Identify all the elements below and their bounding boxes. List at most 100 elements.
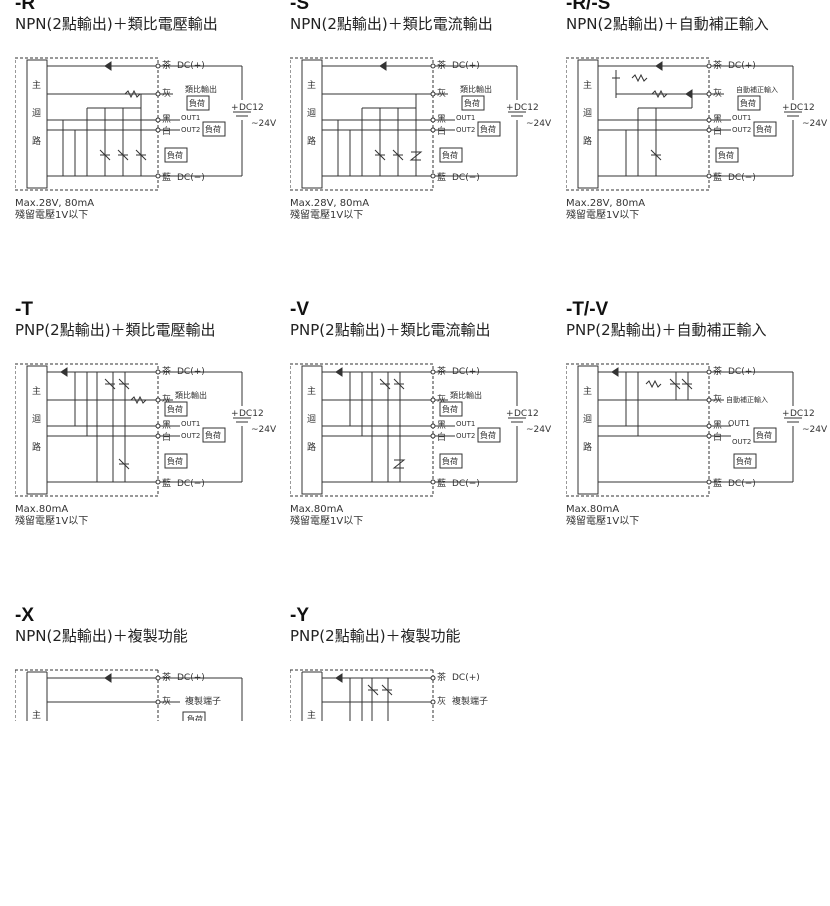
- block-subtitle: PNP(2點輸出)＋複製功能: [290, 627, 461, 645]
- wire-white-label: 白: [437, 431, 446, 443]
- plus-label: +: [782, 409, 790, 419]
- diagram-block-v: -V PNP(2點輸出)＋類比電流輸出: [290, 300, 560, 600]
- dc12-label: DC12: [790, 409, 815, 419]
- out1-label: OUT1: [732, 114, 751, 122]
- wire-gray-label: 灰: [713, 87, 722, 99]
- circuit-label-2: 迴: [583, 108, 592, 119]
- out1-label: OUT1: [456, 114, 475, 122]
- circuit-label-2: 迴: [307, 414, 316, 425]
- spec-notes: Max.28V, 80mA 殘留電壓1V以下: [290, 198, 369, 222]
- wire-blue-label: 藍: [437, 171, 446, 183]
- block-code: -Y: [290, 605, 309, 626]
- diagram-block-t: -T PNP(2點輸出)＋類比電壓輸出: [15, 300, 285, 600]
- block-subtitle: PNP(2點輸出)＋自動補正輸入: [566, 321, 767, 339]
- spec-residual-voltage: 殘留電壓1V以下: [290, 516, 364, 527]
- circuit-label-2: 迴: [307, 108, 316, 119]
- circuit-label-1: 主: [32, 385, 41, 397]
- circuit-label-3: 路: [32, 441, 41, 453]
- dc-plus-label: DC(+): [452, 673, 480, 683]
- wire-brown-label: 茶: [437, 365, 446, 377]
- circuit-label-1: 主: [307, 385, 316, 397]
- load-label-3: 負荷: [736, 456, 752, 466]
- wire-gray-label: 灰: [437, 695, 446, 707]
- volt-label: ~24V: [526, 119, 552, 129]
- dc-plus-label: DC(+): [452, 367, 480, 377]
- wiring-diagram: 主 迴 路 茶 DC(+) 灰 自動補正輸入 黑 白 OUT1 OUT2 負荷 …: [566, 363, 828, 497]
- dc-minus-label: DC(−): [177, 479, 205, 489]
- load-label-1: 負荷: [167, 404, 183, 414]
- dc-minus-label: DC(−): [728, 479, 756, 489]
- circuit-label-1: 主: [583, 79, 592, 91]
- volt-label: ~24V: [526, 425, 552, 435]
- diagram-block-t-v: -T/-V PNP(2點輸出)＋自動補正輸入: [566, 300, 830, 600]
- wire-black-label: 黑: [437, 114, 446, 125]
- dc-plus-label: DC(+): [177, 367, 205, 377]
- diagram-block-r-s: -R/-S NPN(2點輸出)＋自動補正輸入: [566, 0, 830, 294]
- wire-white-label: 白: [437, 125, 446, 137]
- out2-label: OUT2: [732, 438, 751, 446]
- load-label-2: 負荷: [205, 124, 221, 134]
- dc-minus-label: DC(−): [452, 173, 480, 183]
- diagram-block-y: -Y PNP(2點輸出)＋複製功能 主 茶 DC(+) 灰 複製端子: [290, 606, 560, 906]
- wire-gray-label: 灰: [713, 393, 722, 405]
- wiring-diagram: 主 迴 路 茶 DC(+) 灰 類比輸出 黑 白 OUT1 OUT2 負荷 負荷…: [290, 57, 552, 191]
- volt-label: ~24V: [251, 425, 277, 435]
- spec-residual-voltage: 殘留電壓1V以下: [566, 210, 640, 221]
- volt-label: ~24V: [802, 119, 828, 129]
- wire-blue-label: 藍: [713, 477, 722, 489]
- circuit-label-3: 路: [583, 441, 592, 453]
- block-code: -R: [15, 0, 36, 14]
- load-label-3: 負荷: [442, 456, 458, 466]
- wire-white-label: 白: [162, 431, 171, 443]
- load-label-3: 負荷: [167, 150, 183, 160]
- load-label-1: 負荷: [187, 714, 203, 721]
- load-label-3: 負荷: [718, 150, 734, 160]
- wire-gray-label: 灰: [437, 393, 446, 405]
- wire-blue-label: 藍: [437, 477, 446, 489]
- plus-label: +: [231, 103, 239, 113]
- spec-max-rating: Max.28V, 80mA: [290, 198, 370, 209]
- wire-black-label: 黑: [713, 420, 722, 431]
- spec-residual-voltage: 殘留電壓1V以下: [566, 516, 640, 527]
- wiring-diagram: 主 茶 DC(+) 灰 複製端子: [290, 669, 488, 721]
- dc12-label: DC12: [514, 409, 539, 419]
- wiring-diagram: 主 迴 路 茶 DC(+) 灰 類比輸出 黑 白 OUT1 OUT2 負荷 負荷…: [290, 363, 552, 497]
- wire-brown-label: 茶: [713, 59, 722, 71]
- plus-label: +: [231, 409, 239, 419]
- dc-plus-label: DC(+): [177, 673, 205, 683]
- load-label-2: 負荷: [205, 430, 221, 440]
- wire-black-label: 黑: [713, 114, 722, 125]
- wire-blue-label: 藍: [162, 171, 171, 183]
- block-subtitle: NPN(2點輸出)＋自動補正輸入: [566, 15, 769, 33]
- block-subtitle: NPN(2點輸出)＋複製功能: [15, 627, 188, 645]
- wire-black-label: 黑: [162, 114, 171, 125]
- load-label-1: 負荷: [740, 98, 756, 108]
- block-code: -X: [15, 605, 34, 626]
- spec-max-rating: Max.28V, 80mA: [15, 198, 95, 209]
- block-subtitle: PNP(2點輸出)＋類比電壓輸出: [15, 321, 216, 339]
- dc12-label: DC12: [514, 103, 539, 113]
- circuit-label-2: 迴: [32, 414, 41, 425]
- spec-residual-voltage: 殘留電壓1V以下: [290, 210, 364, 221]
- spec-notes: Max.28V, 80mA 殘留電壓1V以下: [15, 198, 94, 222]
- wiring-diagram: 主 迴 路 茶 DC(+) 灰 類比輸出 黑 白 OUT1 OUT2 負荷 負荷…: [15, 57, 277, 191]
- gray-note-label: 複製端子: [185, 695, 221, 707]
- out2-label: OUT2: [181, 432, 200, 440]
- circuit-label-3: 路: [32, 135, 41, 147]
- wire-brown-label: 茶: [437, 59, 446, 71]
- wire-brown-label: 茶: [162, 671, 171, 683]
- circuit-label-1: 主: [32, 709, 41, 721]
- load-label-2: 負荷: [480, 430, 496, 440]
- gray-note-label: 類比輸出: [450, 390, 482, 400]
- diagram-block-s: -S NPN(2點輸出)＋類比電流輸出: [290, 0, 560, 294]
- wire-white-label: 白: [713, 125, 722, 137]
- spec-notes: Max.80mA 殘留電壓1V以下: [566, 504, 639, 528]
- volt-label: ~24V: [802, 425, 828, 435]
- diagram-block-r: -R NPN(2點輸出)＋類比電壓輸出: [15, 0, 285, 294]
- spec-notes: Max.80mA 殘留電壓1V以下: [15, 504, 88, 528]
- wire-gray-label: 灰: [162, 393, 171, 405]
- circuit-label-2: 迴: [32, 108, 41, 119]
- spec-max-rating: Max.80mA: [15, 504, 69, 515]
- load-label-1: 負荷: [442, 404, 458, 414]
- wire-white-label: 白: [713, 431, 722, 443]
